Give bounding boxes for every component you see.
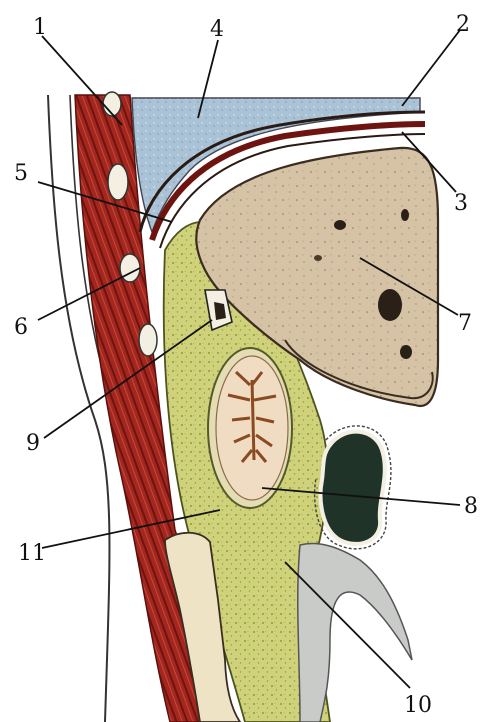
label-6: 6 [14,315,28,340]
vessel-oval [103,92,121,116]
label-11: 11 [18,541,46,566]
label-8: 8 [464,494,478,519]
label-3: 3 [454,191,468,216]
bone-pore [378,289,402,321]
label-4: 4 [210,17,224,42]
bone-pore [314,255,322,261]
label-10: 10 [404,693,432,718]
vessel-oval [139,324,157,356]
bone-pore [400,345,412,359]
label-9: 9 [26,431,40,456]
label-5: 5 [14,161,28,186]
vessel-oval [108,164,128,200]
label-1: 1 [33,15,47,40]
label-2: 2 [456,12,470,37]
bone-pore [334,220,346,230]
label-7: 7 [458,311,472,336]
bone-pore [401,209,409,221]
vessel-oval [120,254,140,282]
dark-mass [321,432,385,544]
